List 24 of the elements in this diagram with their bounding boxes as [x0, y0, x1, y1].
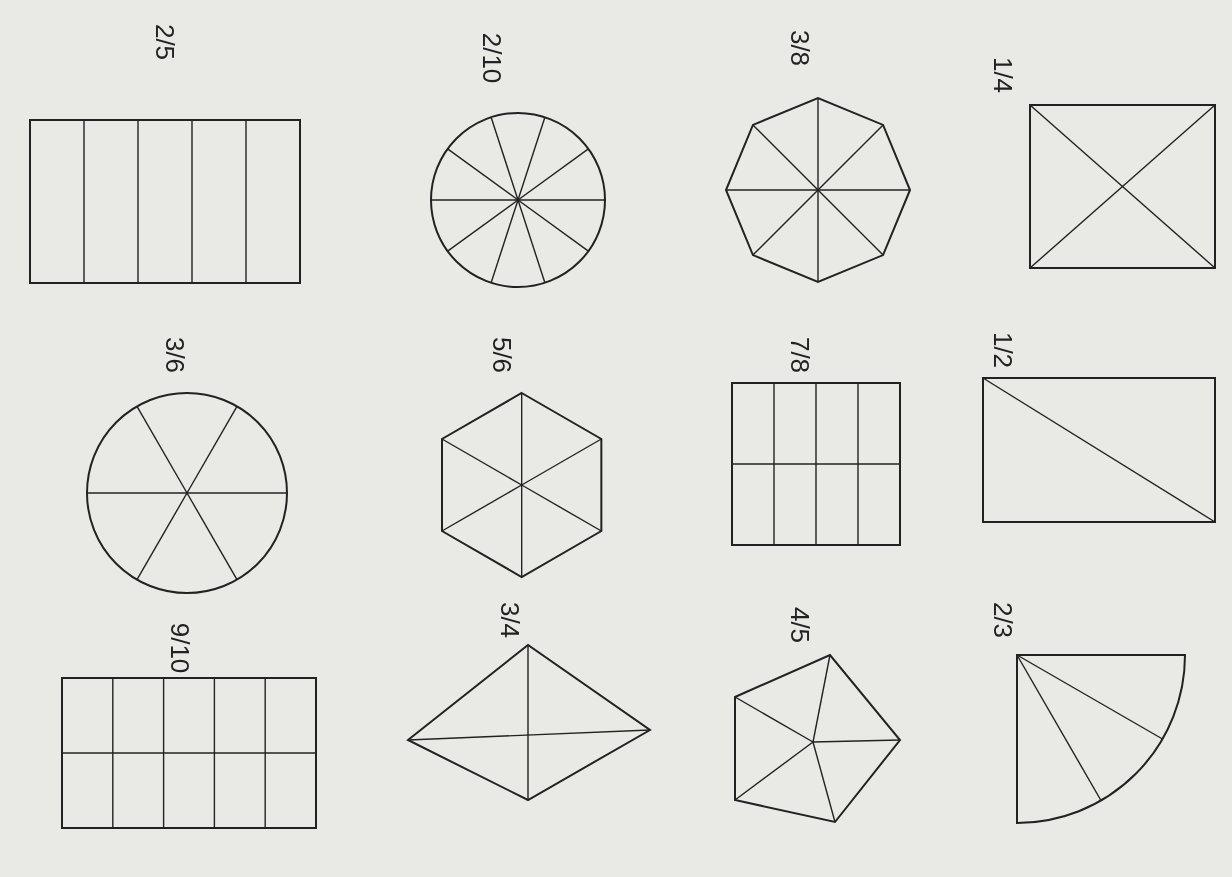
- fraction-label: 5/6: [489, 336, 515, 374]
- fraction-label: 1/4: [990, 56, 1016, 94]
- octagon-shape: [726, 98, 910, 282]
- circle-shape: [87, 393, 287, 593]
- fraction-label: 2/3: [990, 601, 1016, 639]
- rectangle-shape: [983, 378, 1215, 522]
- grid-rectangle: [732, 383, 900, 545]
- fraction-label: 9/10: [167, 622, 193, 674]
- fraction-label: 2/5: [152, 23, 178, 61]
- grid-rectangle: [30, 120, 300, 283]
- pentagon-shape: [735, 655, 900, 822]
- fraction-label: 7/8: [787, 336, 813, 374]
- hexagon-shape: [442, 393, 602, 577]
- grid-rectangle: [62, 678, 316, 828]
- square-shape: [1030, 105, 1215, 268]
- fraction-label: 3/4: [497, 601, 523, 639]
- fraction-label: 3/6: [162, 336, 188, 374]
- fraction-label: 4/5: [787, 606, 813, 644]
- fraction-label: 1/2: [990, 331, 1016, 369]
- rhombus-shape: [408, 645, 650, 800]
- fraction-label: 2/10: [479, 32, 505, 84]
- circle-shape: [431, 113, 605, 287]
- sector-shape: [1017, 655, 1185, 823]
- fraction-label: 3/8: [787, 29, 813, 67]
